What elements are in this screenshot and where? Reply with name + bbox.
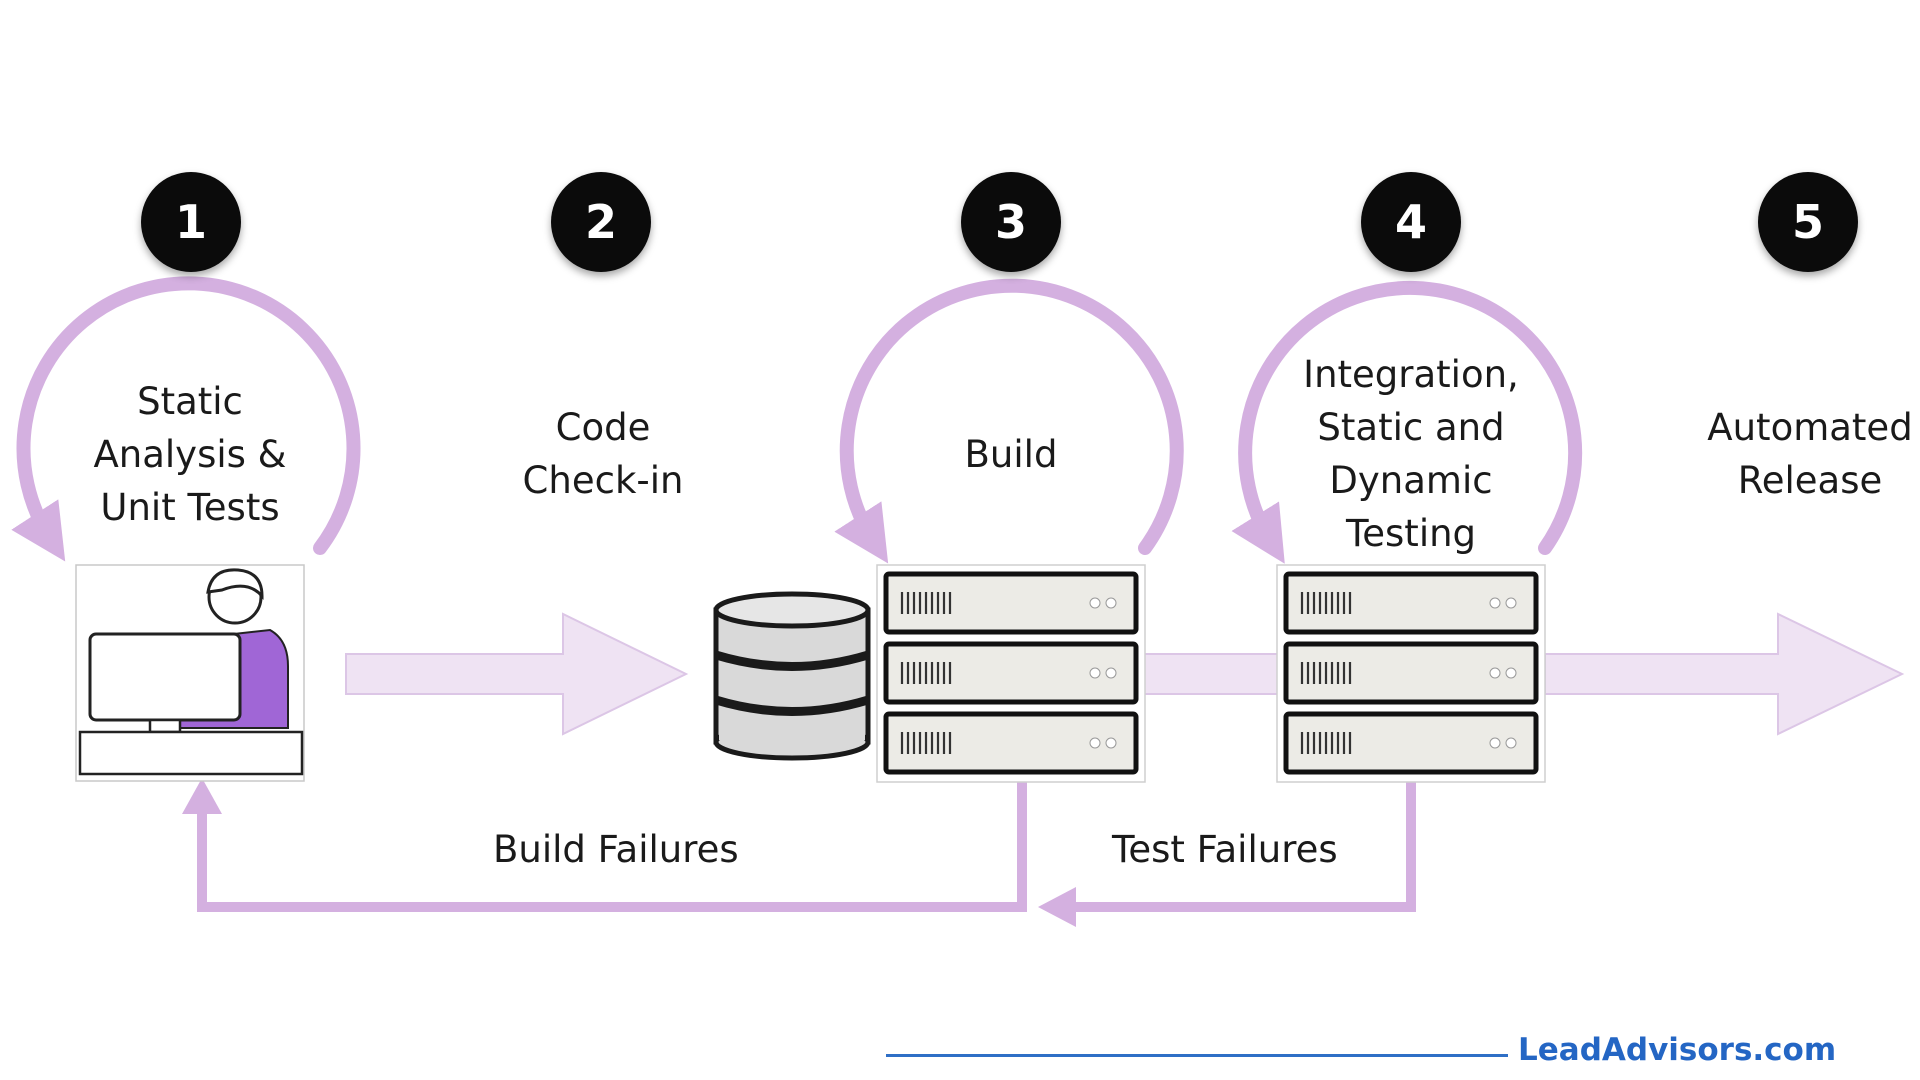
step-2-label: Code Check-in — [522, 406, 684, 502]
developer-workstation-icon — [75, 564, 305, 782]
step-4-badge: 4 — [1361, 172, 1461, 272]
build-failures-arrow — [182, 778, 1027, 912]
flow-arrow-release — [1544, 612, 1905, 736]
brand-underline — [886, 1054, 1508, 1057]
step-1-label: Static Analysis & Unit Tests — [93, 380, 287, 529]
build-failures-label: Build Failures — [493, 828, 739, 871]
step-3-badge: 3 — [961, 172, 1061, 272]
step-1-badge: 1 — [141, 172, 241, 272]
brand-link[interactable]: LeadAdvisors.com — [1518, 1032, 1837, 1068]
server-rack-icon — [1276, 564, 1546, 783]
test-failures-arrow — [1038, 782, 1416, 927]
step-5-label: Automated Release — [1707, 406, 1913, 502]
flow-arrow-build-to-test — [1142, 653, 1279, 695]
database-icon — [713, 591, 871, 761]
loop-arrow-3 — [834, 278, 1184, 564]
loop-arrow-4 — [1231, 280, 1583, 564]
step-4-label: Integration, Static and Dynamic Testing — [1303, 353, 1519, 555]
flow-arrow-checkin — [345, 612, 689, 736]
step-3-label: Build — [964, 433, 1058, 476]
loop-arrow-1 — [11, 276, 361, 562]
step-2-badge: 2 — [551, 172, 651, 272]
test-failures-label: Test Failures — [1112, 828, 1338, 871]
server-rack-icon — [876, 564, 1146, 783]
step-5-badge: 5 — [1758, 172, 1858, 272]
